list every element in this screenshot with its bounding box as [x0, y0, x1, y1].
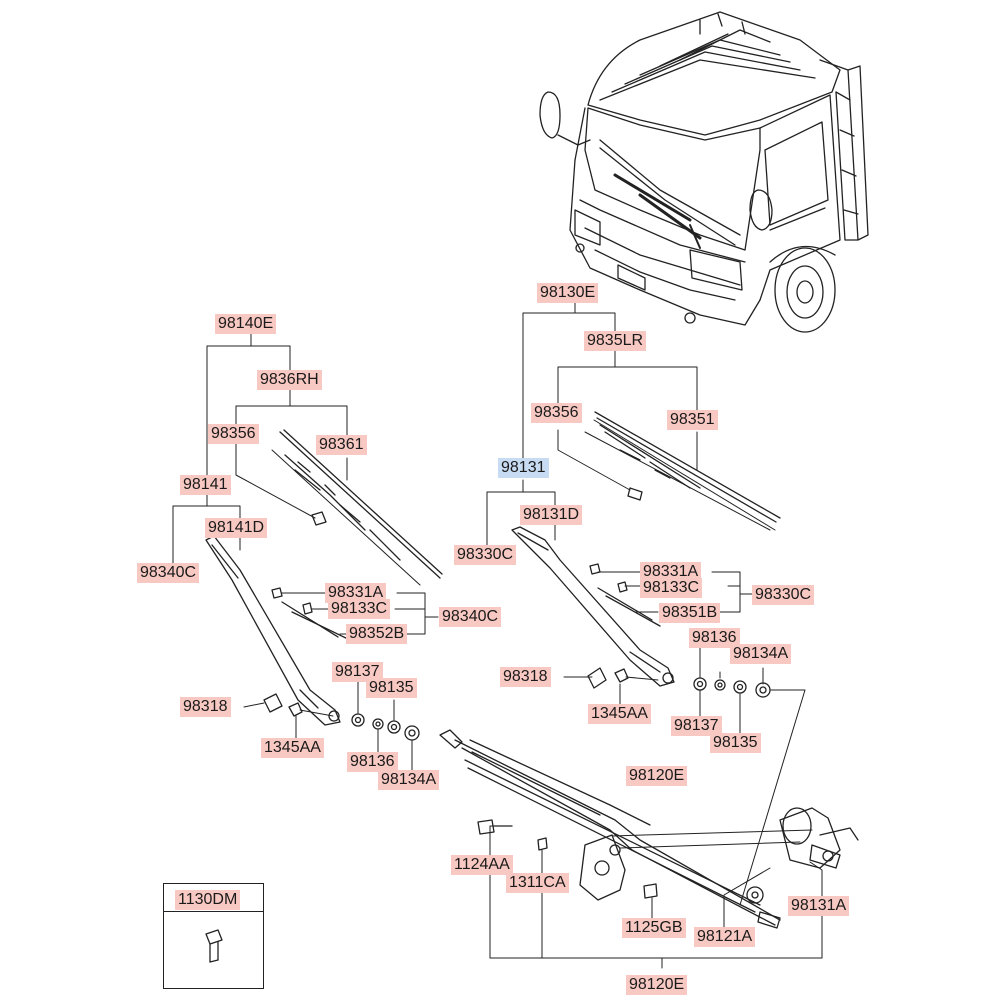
part-label-98133C-left[interactable]: 98133C [328, 599, 391, 619]
part-label-1125GB[interactable]: 1125GB [622, 918, 686, 938]
part-label-98121A[interactable]: 98121A [694, 927, 756, 947]
part-label-98135-left[interactable]: 98135 [366, 678, 417, 698]
wiper-linkage-motor [439, 729, 859, 929]
part-label-1124AA[interactable]: 1124AA [451, 855, 513, 875]
part-label-98351[interactable]: 98351 [667, 410, 718, 430]
standalone-part-box [163, 883, 264, 989]
truck-cab-illustration [539, 11, 869, 333]
part-label-98356-left[interactable]: 98356 [208, 424, 259, 444]
part-label-98120E-bottom[interactable]: 98120E [626, 975, 688, 995]
leader-lines [172, 302, 823, 969]
bolt-icon-1130dm [205, 929, 223, 963]
part-label-9835LR[interactable]: 9835LR [584, 331, 647, 351]
part-label-98134A-top[interactable]: 98134A [730, 644, 792, 664]
part-label-98351B[interactable]: 98351B [659, 603, 721, 623]
part-label-98133C-right[interactable]: 98133C [640, 578, 703, 598]
part-label-9836RH[interactable]: 9836RH [257, 370, 322, 390]
left-wiper-arm [205, 535, 420, 741]
part-label-1345AA-right[interactable]: 1345AA [588, 704, 651, 724]
part-label-98331A-right[interactable]: 98331A [640, 562, 702, 582]
part-label-98131[interactable]: 98131 [498, 458, 549, 478]
box-divider [164, 911, 263, 912]
part-label-98356-right[interactable]: 98356 [531, 403, 582, 423]
part-label-98141[interactable]: 98141 [180, 475, 231, 495]
part-label-98130E[interactable]: 98130E [537, 283, 599, 303]
part-label-98340C-right[interactable]: 98340C [439, 607, 502, 627]
part-label-98137-right[interactable]: 98137 [671, 716, 722, 736]
part-label-98131D[interactable]: 98131D [520, 505, 583, 525]
part-label-98361[interactable]: 98361 [316, 435, 367, 455]
part-label-98330C-left[interactable]: 98330C [454, 545, 517, 565]
part-label-98318-left[interactable]: 98318 [180, 697, 231, 717]
right-wiper-arm [511, 526, 771, 698]
right-wiper-blade [584, 411, 781, 531]
part-label-1130DM[interactable]: 1130DM [175, 890, 241, 910]
part-label-98141D[interactable]: 98141D [205, 518, 268, 538]
part-label-98131A[interactable]: 98131A [788, 896, 850, 916]
part-label-98318-right[interactable]: 98318 [500, 667, 551, 687]
part-label-1345AA-left[interactable]: 1345AA [261, 738, 324, 758]
part-label-98120E-mid[interactable]: 98120E [626, 766, 688, 786]
part-label-98134A-left[interactable]: 98134A [378, 770, 440, 790]
left-wiper-blade [271, 429, 443, 586]
part-label-98330C-right[interactable]: 98330C [752, 585, 815, 605]
part-label-98340C-left[interactable]: 98340C [137, 563, 200, 583]
part-label-98140E[interactable]: 98140E [215, 314, 277, 334]
part-label-98137-left[interactable]: 98137 [332, 662, 383, 682]
part-label-1311CA[interactable]: 1311CA [506, 873, 569, 893]
part-label-98135-right[interactable]: 98135 [710, 733, 761, 753]
part-label-98136-top[interactable]: 98136 [689, 628, 740, 648]
part-label-98331A-left[interactable]: 98331A [325, 583, 387, 603]
part-label-98352B[interactable]: 98352B [346, 624, 408, 644]
part-label-98136-left[interactable]: 98136 [347, 752, 398, 772]
